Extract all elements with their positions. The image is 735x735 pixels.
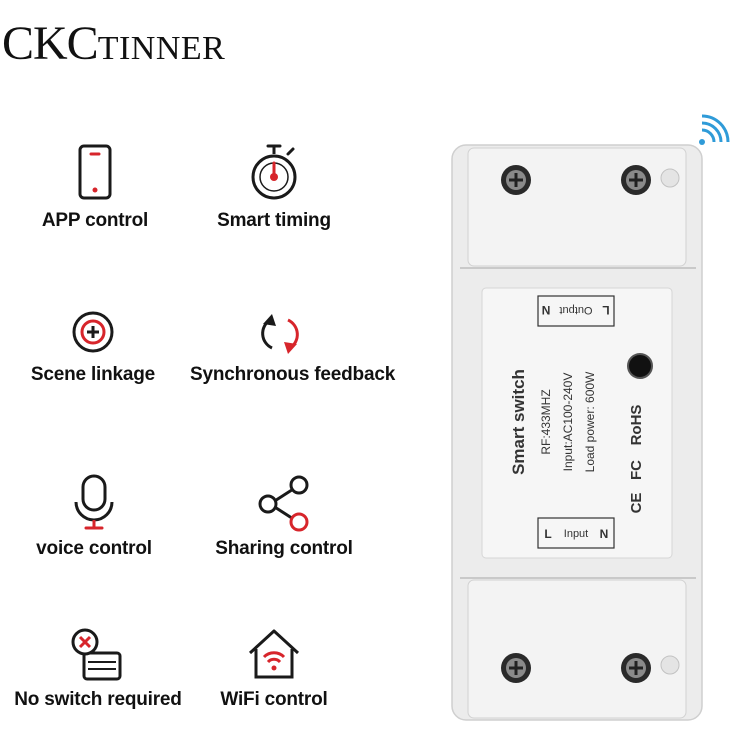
stopwatch-icon [251, 144, 297, 200]
feature-voice-control: voice control [4, 472, 184, 560]
brand-sub: TINNER [97, 30, 226, 67]
feature-app-control: APP control [5, 142, 185, 232]
screw-bottom-right [621, 653, 651, 683]
device-title: Smart switch [509, 369, 528, 475]
feature-label: Smart timing [217, 210, 331, 231]
rohs-mark: RoHS [628, 405, 645, 446]
microphone-icon [74, 474, 114, 530]
fc-mark: FC [628, 460, 645, 480]
screw-top-left [501, 165, 531, 195]
feature-synchronous-feedback: Synchronous feedback [190, 310, 396, 386]
output-label: Output [559, 304, 592, 316]
feature-label: APP control [41, 210, 149, 231]
feature-label: No switch required [14, 689, 182, 710]
input-terminal-l: L [544, 527, 551, 541]
pairing-button [627, 353, 653, 379]
device-rf: RF:433MHZ [539, 389, 553, 454]
feature-label: Synchronous feedback [190, 364, 396, 385]
smart-switch-device: L Output N L Input N Smart switch RF:433… [420, 100, 735, 730]
wifi-house-icon [248, 629, 300, 679]
feature-scene-linkage: Scene linkage [3, 310, 183, 386]
sync-arrows-icon [261, 314, 299, 354]
screw-bottom-left [501, 653, 531, 683]
screw-top-right [621, 165, 651, 195]
smartphone-icon [78, 144, 112, 200]
device-input-spec: Input:AC100-240V [561, 373, 575, 472]
feature-smart-timing: Smart timing [184, 142, 364, 232]
feature-wifi-control: WiFi control [184, 625, 364, 711]
device-load: Load power: 600W [583, 371, 597, 472]
feature-no-switch-required: No switch required [8, 625, 188, 711]
share-icon [258, 475, 309, 532]
brand-logo: CKCTINNER [2, 20, 225, 68]
target-plus-icon [72, 311, 114, 353]
ce-mark: CE [628, 493, 645, 514]
feature-label: voice control [36, 538, 152, 559]
feature-label: WiFi control [220, 689, 328, 710]
feature-label: Sharing control [215, 538, 353, 559]
brand-main: CKC [2, 17, 99, 70]
output-terminal-n: N [542, 303, 551, 317]
wifi-signal-icon [699, 114, 730, 145]
no-switch-icon [71, 628, 122, 681]
output-terminal-l: L [602, 303, 609, 317]
input-label: Input [564, 528, 588, 540]
feature-label: Scene linkage [30, 364, 156, 385]
feature-sharing-control: Sharing control [194, 472, 374, 560]
input-terminal-n: N [600, 527, 609, 541]
